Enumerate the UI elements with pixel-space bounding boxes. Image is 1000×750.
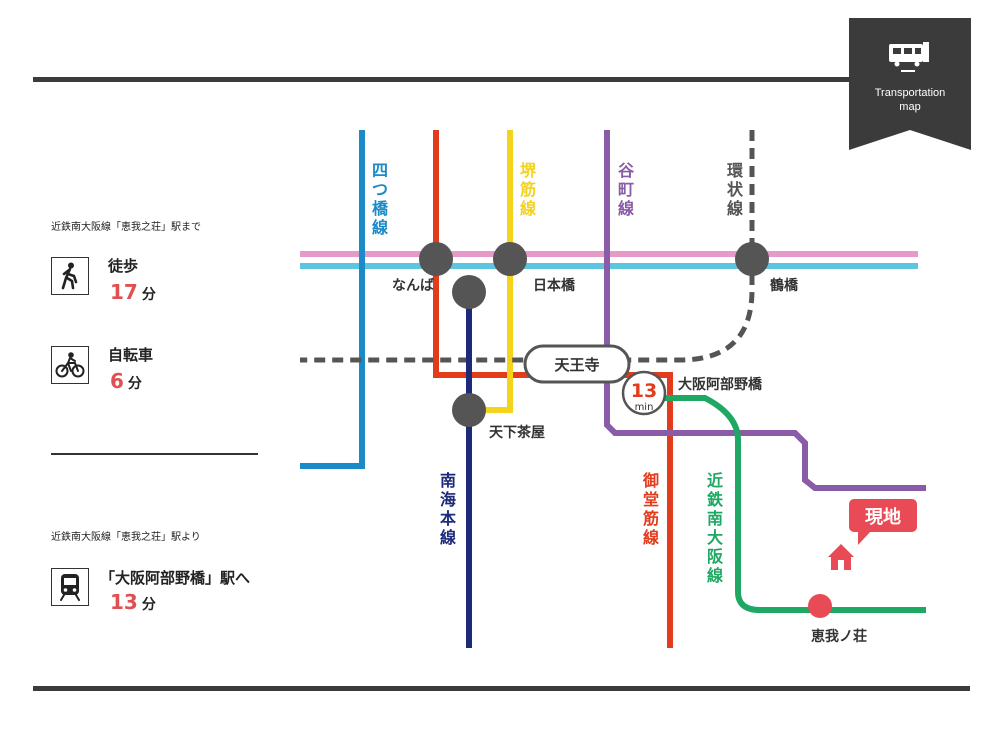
- namba-station-marker: [419, 242, 453, 276]
- midosuji-name-char: 線: [643, 528, 659, 547]
- travel-time-value: 13: [631, 380, 657, 402]
- loop-name: 環状線: [727, 161, 744, 218]
- midosuji-name-char: 筋: [642, 509, 659, 528]
- walk-minutes: 17: [110, 280, 138, 304]
- kintetsu-name-char: 大: [707, 528, 723, 547]
- walk-label: 徒歩: [108, 257, 139, 275]
- tsuruhashi-station-marker: [735, 242, 769, 276]
- site-label: 現地: [865, 506, 901, 528]
- tengachaya-station-marker: [452, 393, 486, 427]
- yotsubashi-name-char: 四: [372, 161, 388, 180]
- kintetsu-name-char: 南: [707, 509, 723, 528]
- transportation-map-badge: Transportation map: [849, 18, 971, 150]
- bike-unit: 分: [127, 376, 142, 392]
- kintetsu-name-char: 線: [707, 566, 723, 585]
- tanimachi-name: 谷町線: [618, 161, 635, 218]
- loop-name-char: 状: [727, 180, 744, 199]
- yotsubashi-name-char: 橋: [372, 199, 389, 218]
- nipponbashi-label: 日本橋: [533, 277, 576, 294]
- tennoji-label: 天王寺: [554, 356, 599, 374]
- site-callout: 現地: [849, 499, 917, 545]
- tanimachi-name-char: 線: [618, 199, 634, 218]
- kintetsu-name: 近鉄南大阪線: [707, 471, 724, 585]
- top-rule: [33, 77, 849, 82]
- house-icon: [828, 544, 854, 570]
- kintetsu-name-char: 鉄: [707, 490, 723, 509]
- train-label: 「大阪阿部野橋」駅へ: [100, 569, 251, 587]
- tengachaya-label: 天下茶屋: [489, 424, 545, 441]
- from-note: 近鉄南大阪線「恵我之荘」駅まで: [51, 222, 201, 233]
- kintetsu-name-char: 近: [707, 471, 723, 490]
- eganosho-label: 恵我ノ荘: [811, 628, 867, 645]
- nankai-name-char: 本: [440, 509, 456, 528]
- tennoji-station-marker: [523, 344, 631, 384]
- sakaisuji-name-char: 堺: [520, 161, 537, 180]
- bike-minutes: 6: [110, 369, 124, 393]
- travel-time-unit: min: [635, 402, 654, 413]
- travel-time-badge: [621, 370, 667, 416]
- kintetsu-line: [664, 395, 926, 613]
- yotsubashi-name-char: つ: [372, 180, 388, 199]
- nipponbashi-station-marker: [493, 242, 527, 276]
- midosuji-name-char: 堂: [643, 490, 659, 509]
- sakaisuji-name-char: 筋: [519, 180, 536, 199]
- sakaisuji-name-char: 線: [520, 199, 536, 218]
- loop-line: [300, 130, 755, 363]
- train-minutes: 13: [110, 590, 138, 614]
- yotsubashi-name-char: 線: [372, 218, 388, 237]
- midosuji-line: [433, 130, 673, 648]
- tanimachi-name-char: 町: [618, 180, 634, 199]
- badge-title-line2: map: [899, 101, 921, 113]
- yotsubashi-line: [300, 130, 365, 469]
- nankai-name-char: 海: [440, 490, 456, 509]
- walk-unit: 分: [141, 287, 156, 303]
- eganosho-station-marker: [808, 594, 832, 618]
- train-front-icon: [51, 568, 89, 606]
- train-icon: [889, 42, 929, 72]
- nankai-name-char: 南: [440, 471, 456, 490]
- tsuruhashi-label: 鶴橋: [770, 277, 799, 294]
- badge-title-line1: Transportation: [874, 87, 946, 99]
- loop-name-char: 線: [727, 199, 743, 218]
- tanimachi-line: [604, 130, 926, 491]
- train-unit: 分: [141, 597, 156, 613]
- sakaisuji-name: 堺筋線: [519, 161, 537, 218]
- bottom-rule: [33, 686, 970, 691]
- walking-person-icon: [51, 257, 89, 295]
- midosuji-name-char: 御: [642, 471, 659, 490]
- namba-nankai-station-marker: [452, 275, 486, 309]
- bike-label: 自転車: [108, 346, 154, 364]
- train-note: 近鉄南大阪線「恵我之荘」駅より: [51, 532, 201, 543]
- bicycle-icon: [51, 346, 89, 384]
- abenobashi-label: 大阪阿部野橋: [678, 376, 763, 393]
- nankai-name-char: 線: [440, 528, 456, 547]
- tanimachi-name-char: 谷: [618, 161, 635, 180]
- namba-label: なんば: [392, 278, 434, 294]
- sidebar-divider: [51, 453, 258, 455]
- kintetsu-name-char: 阪: [707, 547, 724, 566]
- loop-name-char: 環: [727, 161, 744, 180]
